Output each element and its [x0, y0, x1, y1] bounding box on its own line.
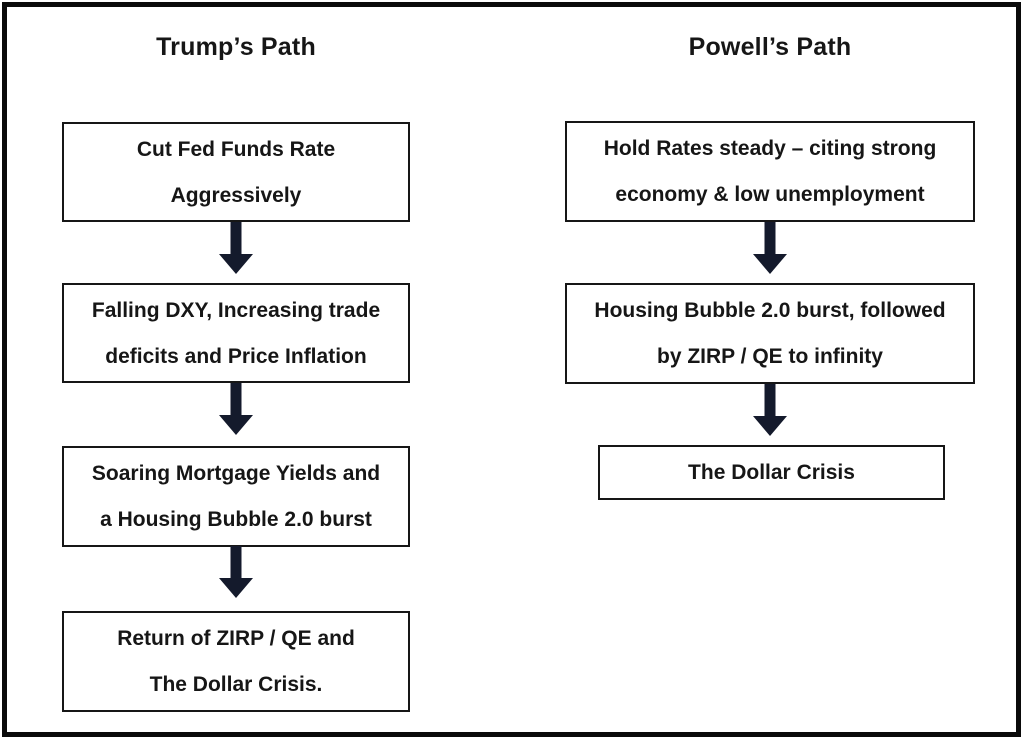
- box-text-line: economy & low unemployment: [615, 183, 925, 206]
- down-arrow-icon: [219, 546, 253, 598]
- box-text-line: The Dollar Crisis.: [149, 673, 323, 696]
- box-text-line: Falling DXY, Increasing trade: [91, 298, 381, 322]
- flow-box-powell-1: Hold Rates steady – citing strong econom…: [565, 121, 975, 222]
- down-arrow-shape: [219, 383, 253, 435]
- flow-box-powell-2: Housing Bubble 2.0 burst, followed by ZI…: [565, 283, 975, 384]
- flow-box-trump-4: Return of ZIRP / QE and The Dollar Crisi…: [62, 611, 410, 712]
- box-text-line: Housing Bubble 2.0 burst, followed: [594, 299, 946, 322]
- box-text-line: a Housing Bubble 2.0 burst: [100, 508, 372, 531]
- down-arrow-shape: [219, 546, 253, 598]
- flow-box-trump-3: Soaring Mortgage Yields and a Housing Bu…: [62, 446, 410, 547]
- column-title-trump: Trump’s Path: [156, 33, 316, 61]
- down-arrow-icon: [219, 383, 253, 435]
- box-text-line: Soaring Mortgage Yields and: [91, 462, 381, 485]
- box-text-line: Cut Fed Funds Rate: [136, 137, 336, 161]
- down-arrow-icon: [219, 222, 253, 274]
- box-text-line: Return of ZIRP / QE and: [117, 627, 355, 650]
- down-arrow-shape: [753, 384, 787, 436]
- box-text-line: Aggressively: [170, 183, 302, 207]
- flow-box-trump-2: Falling DXY, Increasing trade deficits a…: [62, 283, 410, 383]
- down-arrow-icon: [753, 222, 787, 274]
- column-title-powell: Powell’s Path: [688, 33, 852, 61]
- down-arrow-shape: [219, 222, 253, 274]
- box-text-line: deficits and Price Inflation: [105, 344, 367, 368]
- box-text-line: Hold Rates steady – citing strong: [603, 137, 937, 160]
- flow-box-trump-1: Cut Fed Funds Rate Aggressively: [62, 122, 410, 222]
- box-text-line: by ZIRP / QE to infinity: [657, 345, 883, 368]
- down-arrow-shape: [753, 222, 787, 274]
- flow-box-powell-3: The Dollar Crisis: [598, 445, 945, 500]
- box-text-line: The Dollar Crisis: [688, 461, 855, 484]
- down-arrow-icon: [753, 384, 787, 436]
